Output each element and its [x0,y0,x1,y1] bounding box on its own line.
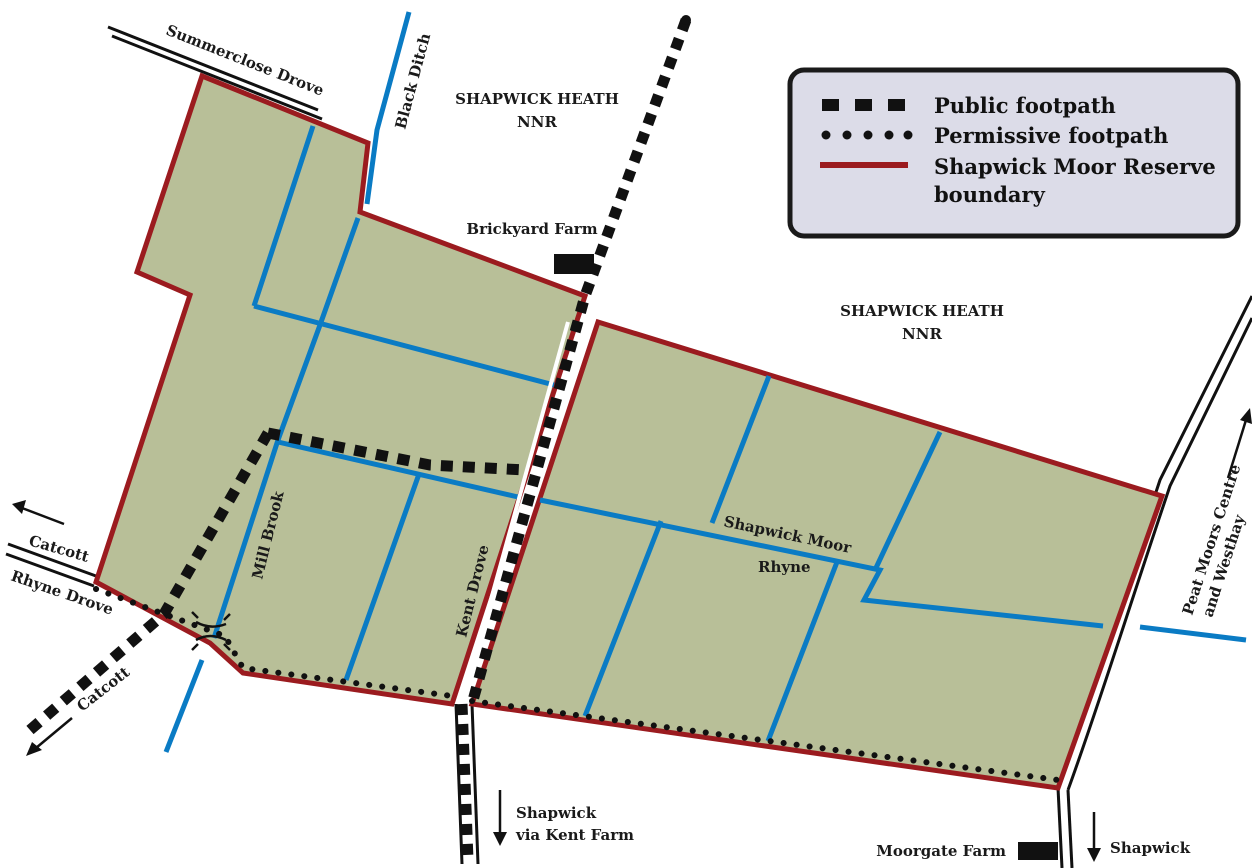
label-brickyard-farm: Brickyard Farm [466,220,597,238]
west-parcel [92,72,589,707]
arrows [12,408,1252,862]
legend-boundary-label-line2: boundary [934,182,1046,207]
brickyard-farm-building [554,254,594,274]
legend-permissive-footpath-label: Permissive footpath [934,123,1168,148]
label-heath-nnr-right-1: SHAPWICK HEATH [840,302,1004,320]
legend-public-footpath-label: Public footpath [934,93,1116,118]
arrow-catcott-southwest-icon [26,717,73,756]
summerclose-drove-road [107,25,323,121]
mill-brook [251,125,316,307]
public-footpath [26,427,526,735]
label-shapwick-kent-farm-1: Shapwick [516,804,597,822]
label-moorgate-farm: Moorgate Farm [876,842,1006,860]
arrow-shapwick-kent-farm-icon [493,790,507,846]
mill-brook-lower [211,217,361,639]
label-shapwick-south: Shapwick [1110,839,1191,857]
arrow-shapwick-south-icon [1087,812,1101,862]
label-catcott-west: Catcott [27,532,91,566]
legend-box [787,67,1241,239]
rhyne-drove-road [5,542,97,588]
ditch-west-vertical [343,473,422,681]
ditch-middle [277,439,519,500]
watercourses [163,11,1247,753]
label-heath-nnr-right-2: NNR [902,325,942,343]
ditch-north [253,303,555,388]
arrow-catcott-west-icon [12,500,65,526]
legend-permissive-footpath-icon [821,130,913,140]
ditch-east-4 [765,561,840,742]
kent-drove-public-footpath [456,15,692,861]
label-shapwick-moor-rhyne-2: Rhyne [758,558,811,576]
legend-boundary-label: Shapwick Moor Reserve [934,154,1216,179]
ditch-outside-east [1139,624,1247,643]
mill-brook-south [163,659,205,753]
arrow-peat-moors-icon [1226,408,1252,479]
ditch-east-2 [872,430,943,572]
ditch-east-1 [709,375,772,524]
shapwick-moor-rhyne [539,497,1104,629]
ditch-east-3 [582,520,664,717]
black-ditch [364,11,412,205]
label-heath-nnr-top-1: SHAPWICK HEATH [455,90,619,108]
label-shapwick-kent-farm-2: via Kent Farm [515,826,634,844]
legend-boundary-icon [820,162,908,168]
label-heath-nnr-top-2: NNR [517,113,557,131]
bridge-icon [191,611,231,651]
kent-drove-south-road [454,703,480,865]
legend: Public footpath Permissive footpath Shap… [787,67,1241,239]
legend-public-footpath-icon [822,99,905,111]
moorgate-farm-building [1018,842,1058,860]
